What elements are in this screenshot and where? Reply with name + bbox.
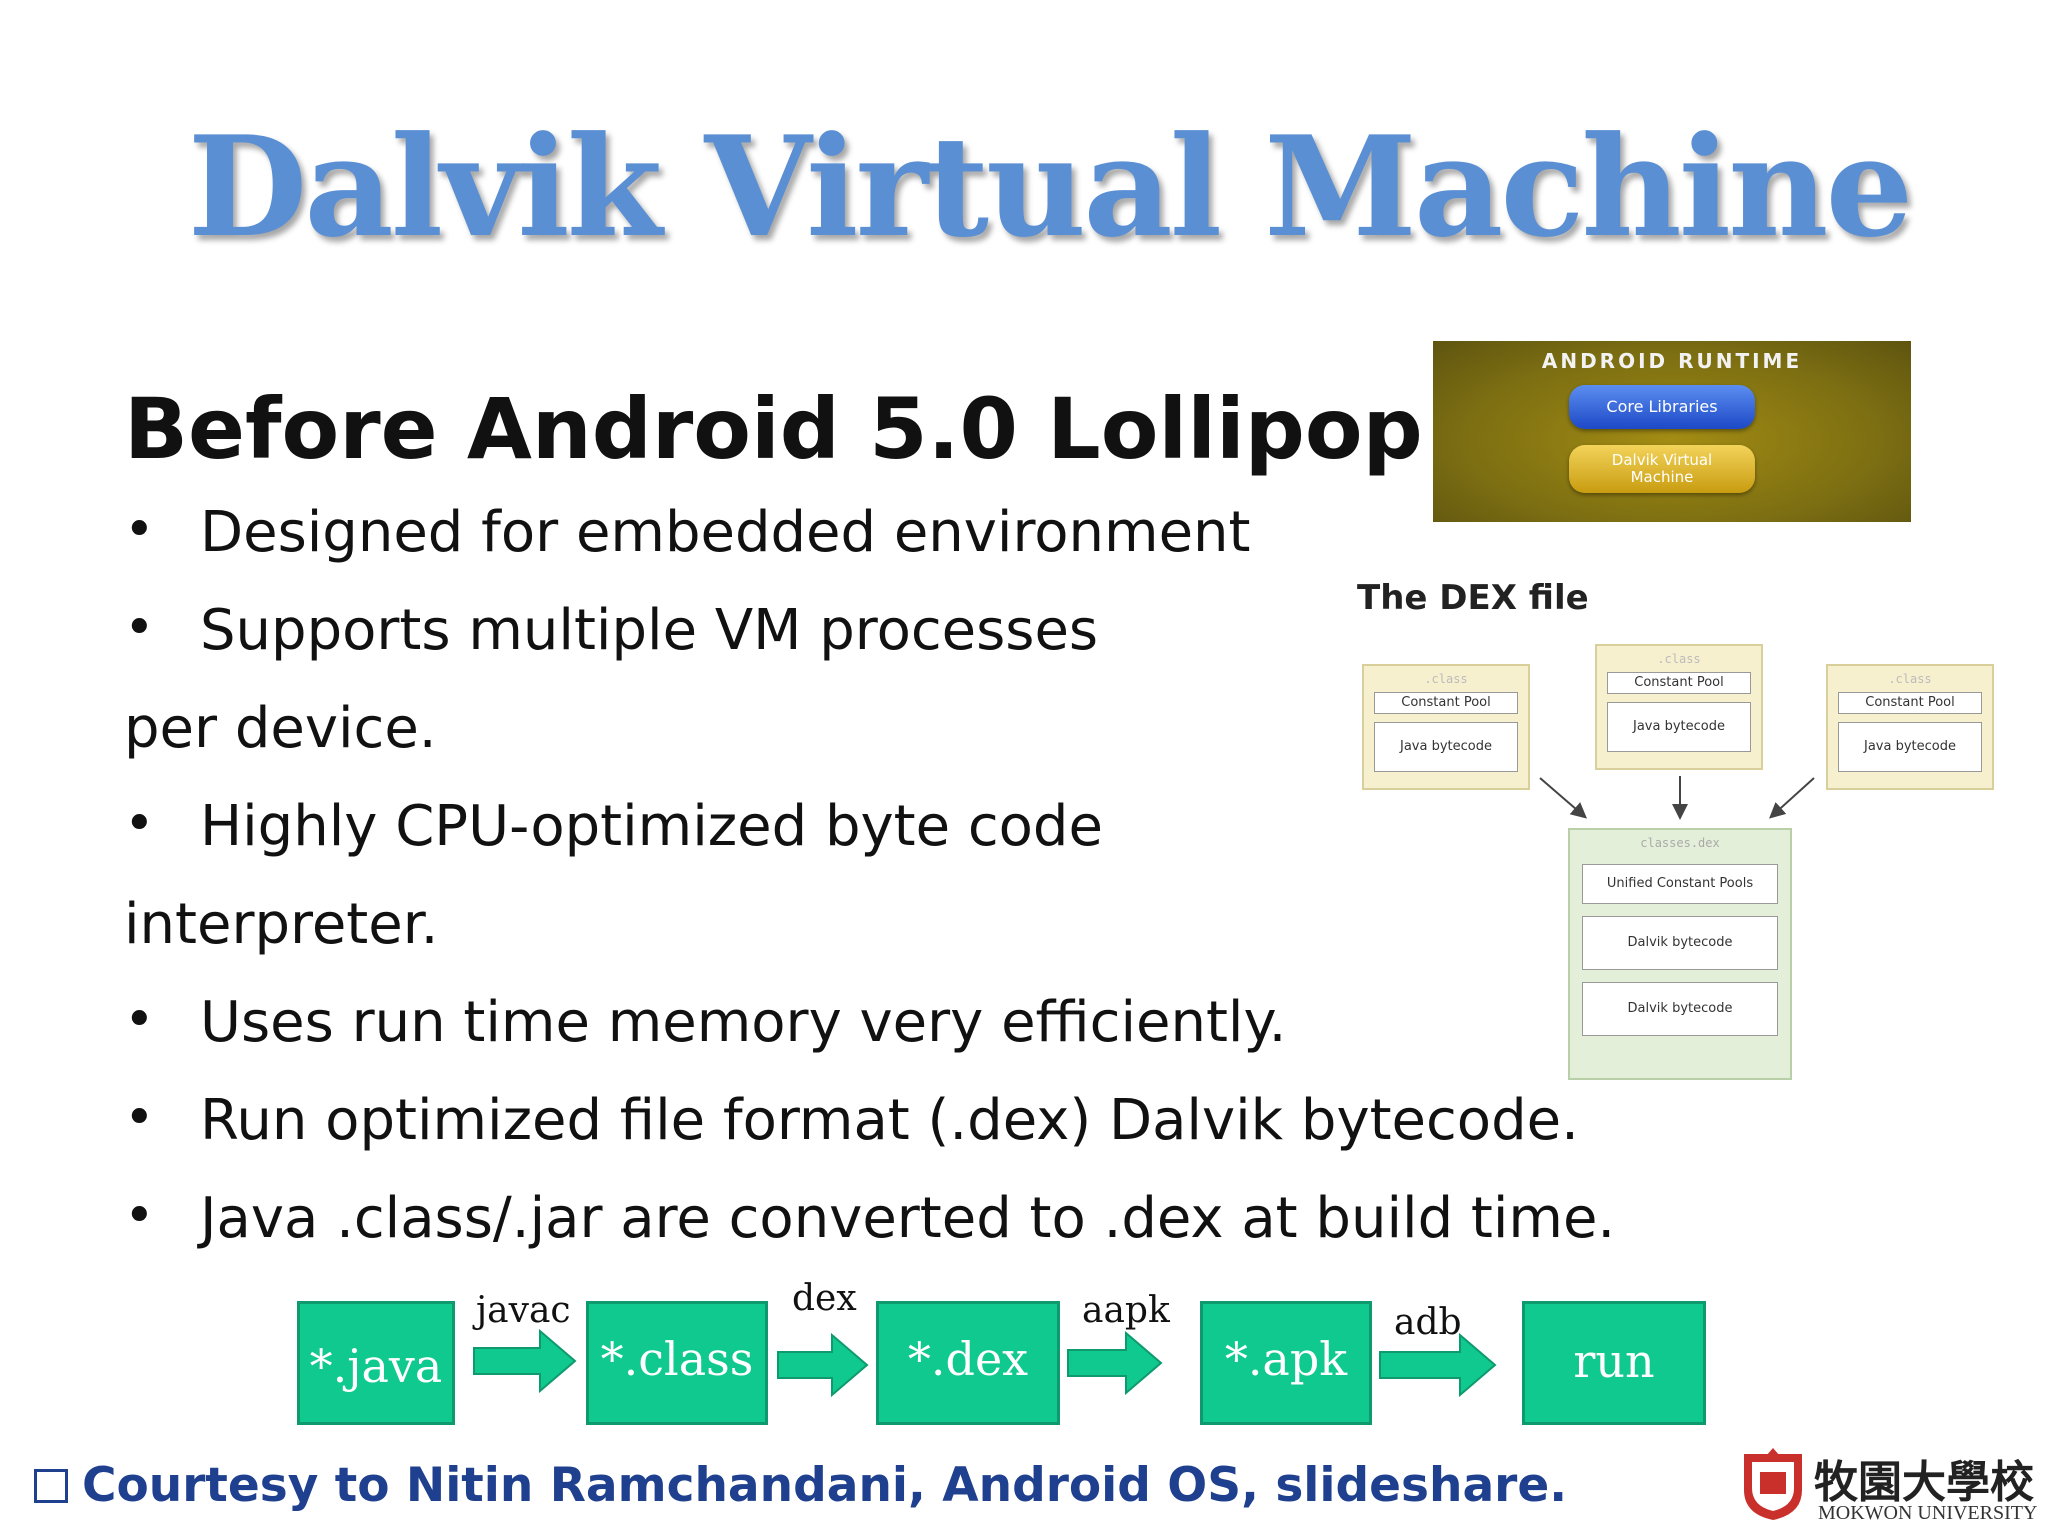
flow-box-java: *.java <box>297 1301 455 1425</box>
flow-box-dex: *.dex <box>876 1301 1060 1425</box>
list-item-text: Supports multiple VM processes <box>200 598 1099 663</box>
flow-arrow-icon <box>1379 1332 1497 1398</box>
unified-constant-pools-row: Unified Constant Pools <box>1582 864 1778 904</box>
merge-arrows-icon <box>1539 776 1815 820</box>
dalvik-bytecode-row: Dalvik bytecode <box>1582 916 1778 970</box>
java-bytecode-row: Java bytecode <box>1374 722 1518 772</box>
class-file-header: .class <box>1424 672 1468 686</box>
flow-label-adb: adb <box>1394 1302 1462 1343</box>
class-file-header: .class <box>1657 652 1701 666</box>
list-item-text: Designed for embedded environment <box>200 500 1251 565</box>
flow-arrow-icon <box>1067 1330 1163 1396</box>
list-item-text: Highly CPU-optimized byte code <box>200 794 1103 859</box>
android-runtime-image: ANDROID RUNTIME Core Libraries Dalvik Vi… <box>1433 341 1911 522</box>
dalvik-vm-line1: Dalvik Virtual <box>1611 451 1713 469</box>
flow-arrow-icon <box>473 1328 577 1394</box>
list-item-text: Uses run time memory very efficiently. <box>200 990 1287 1055</box>
dex-diagram-title: The DEX file <box>1357 578 1589 618</box>
java-bytecode-row: Java bytecode <box>1607 702 1751 752</box>
bullet-icon: • <box>124 598 155 658</box>
runtime-title: ANDROID RUNTIME <box>1541 349 1803 373</box>
class-file-box: .class Constant Pool Java bytecode <box>1362 664 1530 790</box>
core-libraries-pill: Core Libraries <box>1569 385 1755 429</box>
flow-box-apk: *.apk <box>1200 1301 1372 1425</box>
bullet-icon: • <box>124 794 155 854</box>
class-file-header: .class <box>1888 672 1932 686</box>
bullet-icon: • <box>124 500 155 560</box>
list-item-text: Run optimized file format (.dex) Dalvik … <box>200 1088 1579 1153</box>
university-name-korean: 牧園大學校 <box>1814 1457 2034 1508</box>
university-logo: 牧園大學校 MOKWON UNIVERSITY <box>1738 1444 2038 1524</box>
flow-label-dex: dex <box>792 1278 857 1319</box>
courtesy-note: Courtesy to Nitin Ramchandani, Android O… <box>34 1458 1567 1513</box>
courtesy-text: Courtesy to Nitin Ramchandani, Android O… <box>82 1458 1568 1513</box>
list-item-continuation: interpreter. <box>124 892 439 957</box>
class-file-box: .class Constant Pool Java bytecode <box>1595 644 1763 770</box>
bullet-icon: • <box>124 1088 155 1148</box>
dalvik-vm-pill: Dalvik Virtual Machine <box>1569 445 1755 493</box>
flow-box-class: *.class <box>586 1301 768 1425</box>
list-item-text: Java .class/.jar are converted to .dex a… <box>200 1186 1616 1251</box>
flow-arrow-icon <box>777 1332 869 1398</box>
flow-label-javac: javac <box>476 1290 571 1331</box>
java-bytecode-row: Java bytecode <box>1838 722 1982 772</box>
constant-pool-row: Constant Pool <box>1838 692 1982 714</box>
bullet-icon: • <box>124 990 155 1050</box>
dalvik-bytecode-row: Dalvik bytecode <box>1582 982 1778 1036</box>
constant-pool-row: Constant Pool <box>1374 692 1518 714</box>
flow-box-run: run <box>1522 1301 1706 1425</box>
checkbox-square-icon <box>34 1469 68 1503</box>
university-name-english: MOKWON UNIVERSITY <box>1818 1502 2038 1524</box>
slide-title: Dalvik Virtual Machine <box>187 105 1914 268</box>
list-item-continuation: per device. <box>124 696 437 761</box>
class-file-box: .class Constant Pool Java bytecode <box>1826 664 1994 790</box>
classes-dex-box: classes.dex Unified Constant Pools Dalvi… <box>1568 828 1792 1080</box>
constant-pool-row: Constant Pool <box>1607 672 1751 694</box>
section-heading: Before Android 5.0 Lollipop <box>124 380 1423 478</box>
dalvik-vm-line2: Machine <box>1630 468 1694 486</box>
classes-dex-header: classes.dex <box>1640 836 1720 850</box>
flow-label-aapk: aapk <box>1082 1290 1170 1331</box>
university-seal-icon <box>1744 1448 1802 1520</box>
bullet-icon: • <box>124 1186 155 1246</box>
